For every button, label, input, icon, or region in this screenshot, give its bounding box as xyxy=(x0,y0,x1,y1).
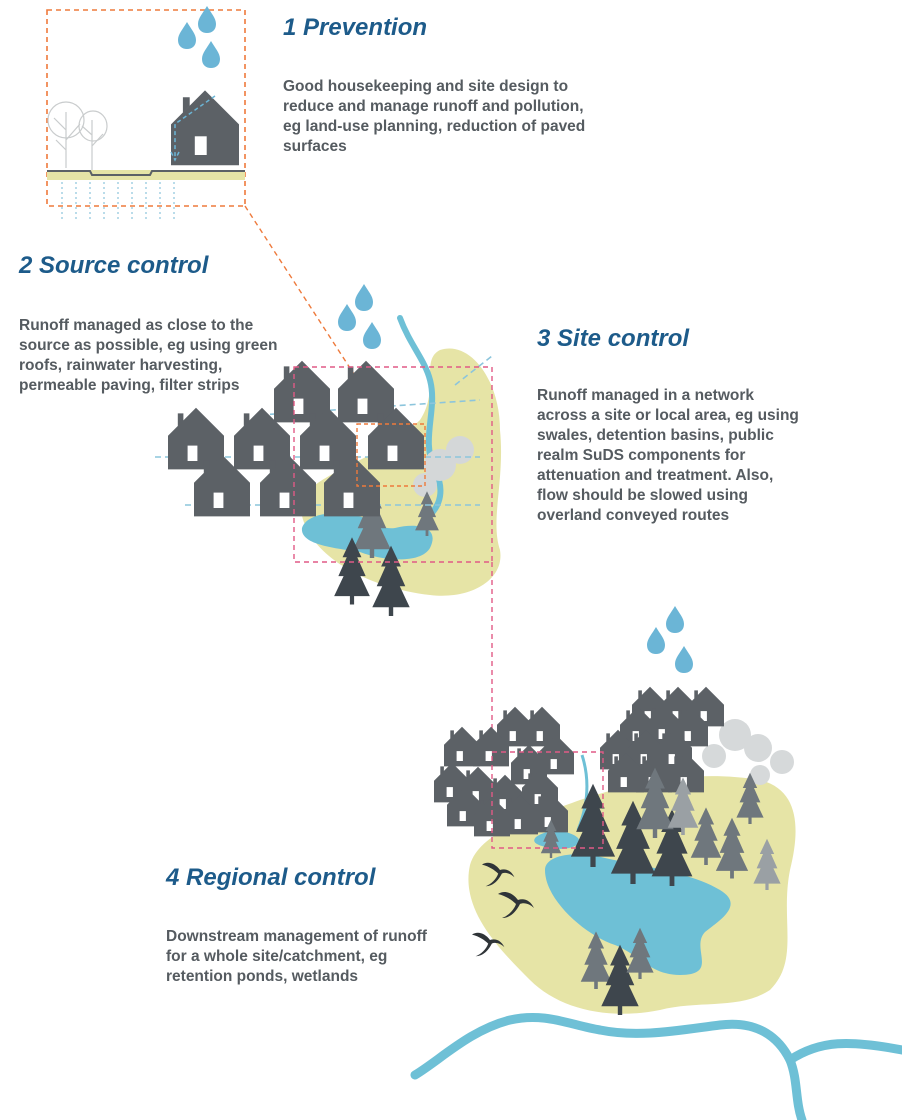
stage-4-description: Downstream management of runoff for a wh… xyxy=(166,928,427,985)
site-raindrops xyxy=(338,284,381,349)
site-control-illustration xyxy=(155,284,502,616)
regional-lake xyxy=(545,854,731,975)
prevention-frame xyxy=(46,9,246,207)
connector-prevention-to-site xyxy=(244,205,373,403)
stage-2-description: Runoff managed as close to the source as… xyxy=(19,317,278,394)
stage-1-title: 1 Prevention xyxy=(283,14,428,41)
site-river xyxy=(397,315,444,518)
stage-3-title: 3 Site control xyxy=(537,325,690,352)
regional-faint-trees xyxy=(702,719,794,785)
regional-river-branch xyxy=(785,1039,902,1065)
roof-runoff-arrow xyxy=(170,95,216,162)
prevention-faint-trees xyxy=(47,101,108,170)
prevention-house-icon xyxy=(171,90,239,166)
stage-4-title: 4 Regional control xyxy=(166,864,376,891)
regional-river xyxy=(410,1012,807,1120)
stage-2-title: 2 Source control xyxy=(19,252,209,279)
regional-control-frame xyxy=(491,751,604,849)
prevention-raindrops xyxy=(178,6,220,68)
regional-control-illustration xyxy=(410,606,902,1120)
source-control-frame xyxy=(356,423,426,487)
stage-1-description: Good housekeeping and site design to red… xyxy=(283,78,586,155)
infiltration-arrows xyxy=(61,182,175,222)
regional-raindrops xyxy=(647,606,693,673)
stage-3-description: Runoff managed in a network across a sit… xyxy=(537,387,799,524)
prevention-illustration xyxy=(46,6,246,222)
site-control-frame xyxy=(293,366,493,563)
